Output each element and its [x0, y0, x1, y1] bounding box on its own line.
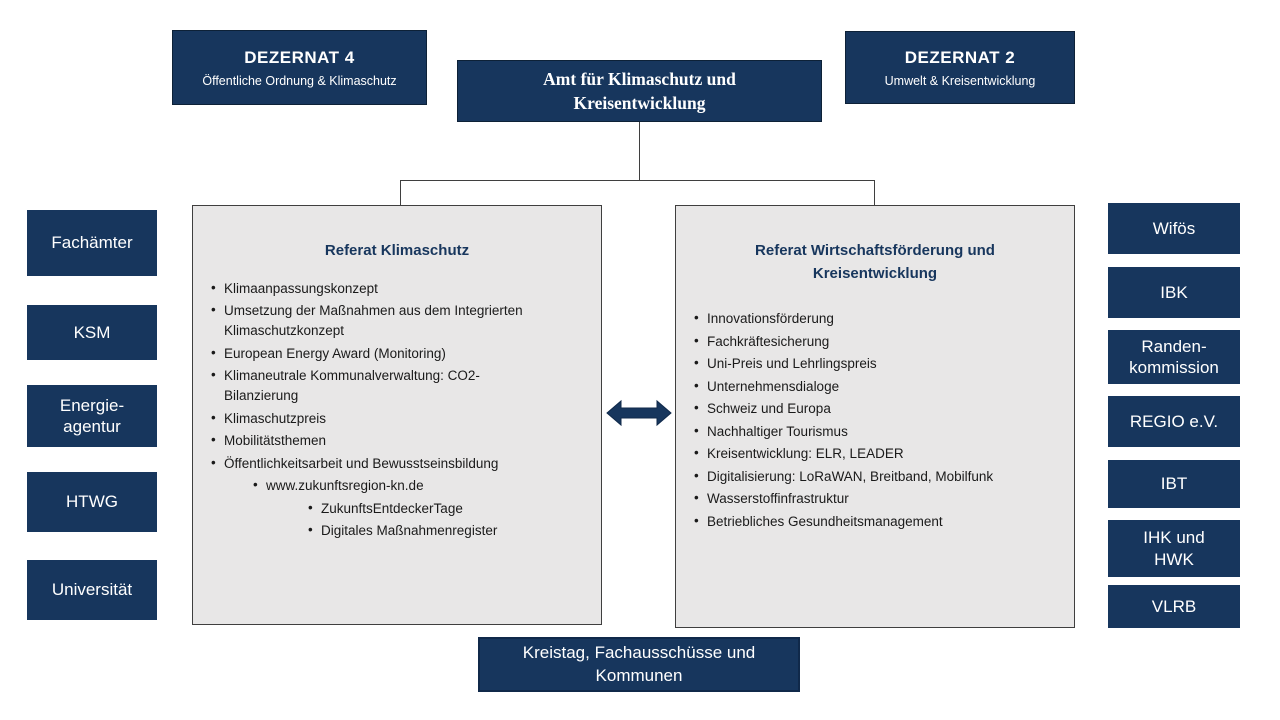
list-item: www.zukunftsregion-kn.de — [251, 475, 554, 496]
connector-vertical-left — [400, 180, 401, 205]
kreistag-box: Kreistag, Fachausschüsse und Kommunen — [478, 637, 800, 692]
list-item: Kreisentwicklung: ELR, LEADER — [692, 443, 1012, 464]
partner-box-ibt: IBT — [1108, 460, 1240, 508]
dezernat2-title: DEZERNAT 2 — [904, 47, 1016, 67]
partner-box-wifoes: Wifös — [1108, 203, 1240, 254]
list-item: Innovationsförderung — [692, 308, 1012, 329]
list-item: European Energy Award (Monitoring) — [209, 343, 554, 364]
list-item: Nachhaltiger Tourismus — [692, 421, 1012, 442]
referat-klimaschutz-title: Referat Klimaschutz — [324, 242, 470, 259]
partner-label: REGIO e.V. — [1129, 411, 1219, 431]
partner-box-universitaet: Universität — [27, 560, 157, 620]
list-item: Uni-Preis und Lehrlingspreis — [692, 353, 1012, 374]
partner-box-ibk: IBK — [1108, 267, 1240, 318]
partner-label: IBK — [1160, 282, 1188, 302]
partner-label: IHK und HWK — [1143, 528, 1205, 569]
list-item: Betriebliches Gesundheitsmanagement — [692, 511, 1012, 532]
partner-label: Fachämter — [51, 233, 133, 253]
partner-box-regio: REGIO e.V. — [1108, 396, 1240, 447]
amt-box: Amt für Klimaschutz und Kreisentwicklung — [457, 60, 822, 122]
list-item: Klimaschutzpreis — [209, 408, 554, 429]
partner-label: Wifös — [1152, 218, 1196, 238]
partner-box-vlrb: VLRB — [1108, 585, 1240, 628]
partner-box-energieagentur: Energie- agentur — [27, 385, 157, 447]
partner-label: Randen- kommission — [1129, 336, 1219, 377]
partner-label: Energie- agentur — [59, 395, 125, 436]
list-item: Wasserstoffinfrastruktur — [692, 488, 1012, 509]
list-item: Klimaneutrale Kommunalverwaltung: CO2-Bi… — [209, 365, 554, 406]
list-item: Mobilitätsthemen — [209, 430, 554, 451]
partner-label: Universität — [51, 580, 133, 600]
list-item: Öffentlichkeitsarbeit und Bewusstseinsbi… — [209, 453, 554, 474]
partner-label: HTWG — [66, 492, 118, 512]
list-item: Umsetzung der Maßnahmen aus dem Integrie… — [209, 300, 554, 341]
amt-title: Amt für Klimaschutz und Kreisentwicklung — [543, 68, 736, 114]
referat-wirtschaftsfoerderung-title: Referat Wirtschaftsförderung und Kreisen… — [755, 242, 995, 282]
connector-vertical-right — [874, 180, 875, 205]
partner-label: IBT — [1160, 474, 1188, 494]
list-item: Unternehmensdialoge — [692, 376, 1012, 397]
partner-box-ihk-hwk: IHK und HWK — [1108, 520, 1240, 577]
referat-klimaschutz-panel: Referat Klimaschutz Klimaanpassungskonze… — [192, 205, 602, 625]
referat-klimaschutz-list: Klimaanpassungskonzept Umsetzung der Maß… — [209, 278, 554, 542]
list-item: Fachkräftesicherung — [692, 331, 1012, 352]
dezernat2-box: DEZERNAT 2 Umwelt & Kreisentwicklung — [845, 31, 1075, 104]
list-item: Klimaanpassungskonzept — [209, 278, 554, 299]
list-item: ZukunftsEntdeckerTage — [306, 498, 554, 519]
partner-box-htwg: HTWG — [27, 472, 157, 532]
list-item: Digitales Maßnahmenregister — [306, 520, 554, 541]
dezernat4-subtitle: Öffentliche Ordnung & Klimaschutz — [202, 73, 397, 88]
bidirectional-arrow-icon — [606, 399, 672, 427]
partner-label: KSM — [73, 322, 111, 342]
referat-wirtschaftsfoerderung-panel: Referat Wirtschaftsförderung und Kreisen… — [675, 205, 1075, 628]
list-item: Digitalisierung: LoRaWAN, Breitband, Mob… — [692, 466, 1012, 487]
connector-vertical-top — [639, 122, 640, 180]
partner-label: VLRB — [1151, 596, 1197, 616]
list-item: Schweiz und Europa — [692, 398, 1012, 419]
referat-wirtschaftsfoerderung-list: Innovationsförderung Fachkräftesicherung… — [692, 308, 1012, 532]
dezernat2-subtitle: Umwelt & Kreisentwicklung — [884, 73, 1036, 88]
dezernat4-box: DEZERNAT 4 Öffentliche Ordnung & Klimasc… — [172, 30, 427, 105]
partner-box-fachaemter: Fachämter — [27, 210, 157, 276]
partner-box-ksm: KSM — [27, 305, 157, 360]
dezernat4-title: DEZERNAT 4 — [244, 47, 355, 67]
connector-horizontal — [400, 180, 875, 181]
partner-box-randenkommission: Randen- kommission — [1108, 330, 1240, 384]
kreistag-label: Kreistag, Fachausschüsse und Kommunen — [522, 642, 756, 685]
